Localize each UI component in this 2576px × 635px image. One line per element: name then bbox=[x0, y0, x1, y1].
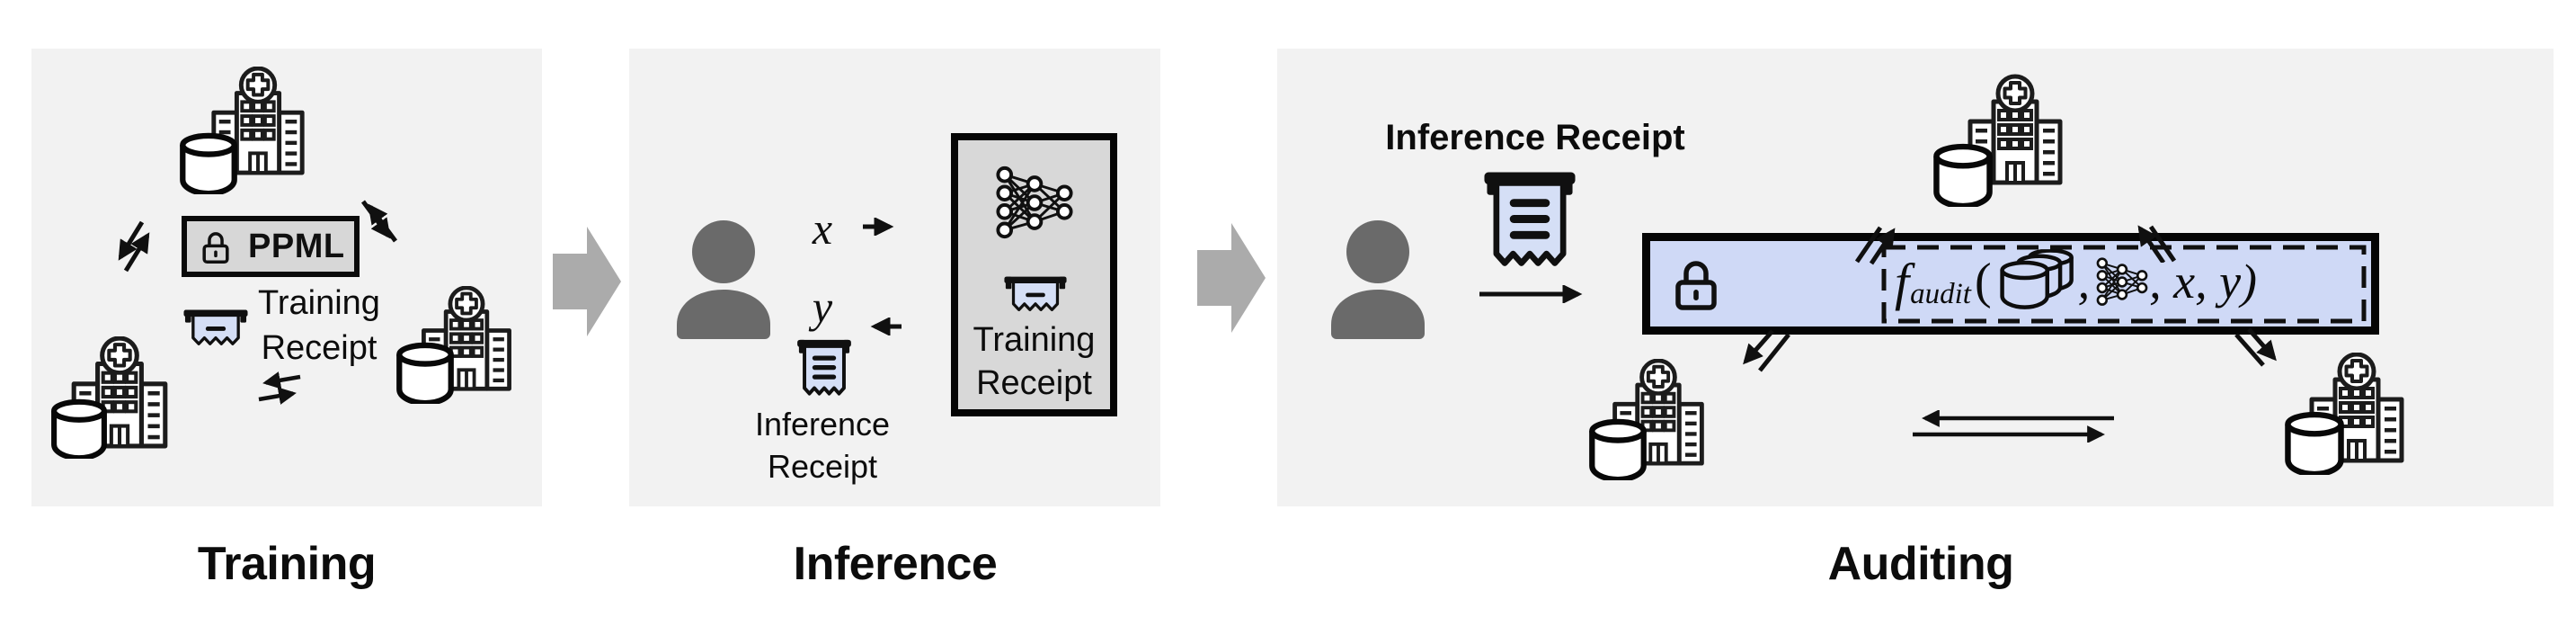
arrow-left-icon bbox=[870, 318, 902, 335]
inference-receipt-icon bbox=[796, 339, 852, 398]
exchange-arrows-icon bbox=[360, 200, 398, 243]
training-receipt-label: Training Receipt bbox=[258, 284, 380, 367]
neural-network-icon bbox=[994, 165, 1075, 240]
exchange-arrows-icon bbox=[258, 371, 301, 405]
exchange-arrows-icon bbox=[118, 220, 150, 273]
exchange-arrows-icon bbox=[2137, 225, 2177, 263]
database-icon bbox=[1930, 142, 1996, 207]
exchange-arrows-icon bbox=[1913, 410, 2114, 443]
model-training-receipt-label: Training Receipt bbox=[973, 321, 1096, 402]
database-icon bbox=[45, 398, 113, 459]
training-receipt-icon bbox=[1003, 275, 1068, 316]
formula-subscript: audit bbox=[1910, 277, 1971, 310]
output-var-label: y bbox=[812, 282, 833, 332]
database-icon bbox=[176, 131, 241, 194]
model-box: Training Receipt bbox=[951, 133, 1117, 416]
inference-receipt-label: Inference Receipt bbox=[1385, 118, 1685, 157]
ppml-box: PPML bbox=[182, 216, 360, 277]
input-var-label: x bbox=[812, 203, 833, 254]
inference-receipt-label: Inference Receipt bbox=[754, 406, 891, 485]
lock-icon bbox=[201, 228, 230, 264]
lock-icon bbox=[1674, 255, 1719, 311]
ppml-label: PPML bbox=[248, 227, 345, 265]
auditing-caption: Auditing bbox=[1827, 538, 2014, 590]
database-stack-icon bbox=[1999, 249, 2076, 314]
arrow-right-icon bbox=[1479, 285, 1583, 303]
formula-comma: , bbox=[2077, 255, 2091, 309]
dashed-region bbox=[1881, 245, 2367, 324]
person-icon bbox=[1324, 219, 1432, 339]
neural-network-icon bbox=[2095, 257, 2149, 307]
exchange-arrows-icon bbox=[1854, 226, 1896, 265]
formula-f: f bbox=[1895, 252, 1910, 311]
exchange-arrows-icon bbox=[2234, 327, 2277, 367]
person-icon bbox=[670, 219, 777, 339]
inference-caption: Inference bbox=[793, 538, 998, 590]
flow-arrow-icon bbox=[1197, 223, 1266, 333]
inference-receipt-icon bbox=[1483, 171, 1577, 270]
flow-arrow-icon bbox=[553, 227, 621, 336]
training-caption: Training bbox=[197, 538, 377, 590]
database-icon bbox=[2280, 410, 2349, 475]
formula-tail: , x, y) bbox=[2149, 255, 2258, 309]
formula-open-paren: ( bbox=[1974, 254, 1992, 309]
database-icon bbox=[1584, 417, 1652, 480]
arrow-right-icon bbox=[863, 218, 894, 236]
exchange-arrows-icon bbox=[1743, 329, 1790, 372]
